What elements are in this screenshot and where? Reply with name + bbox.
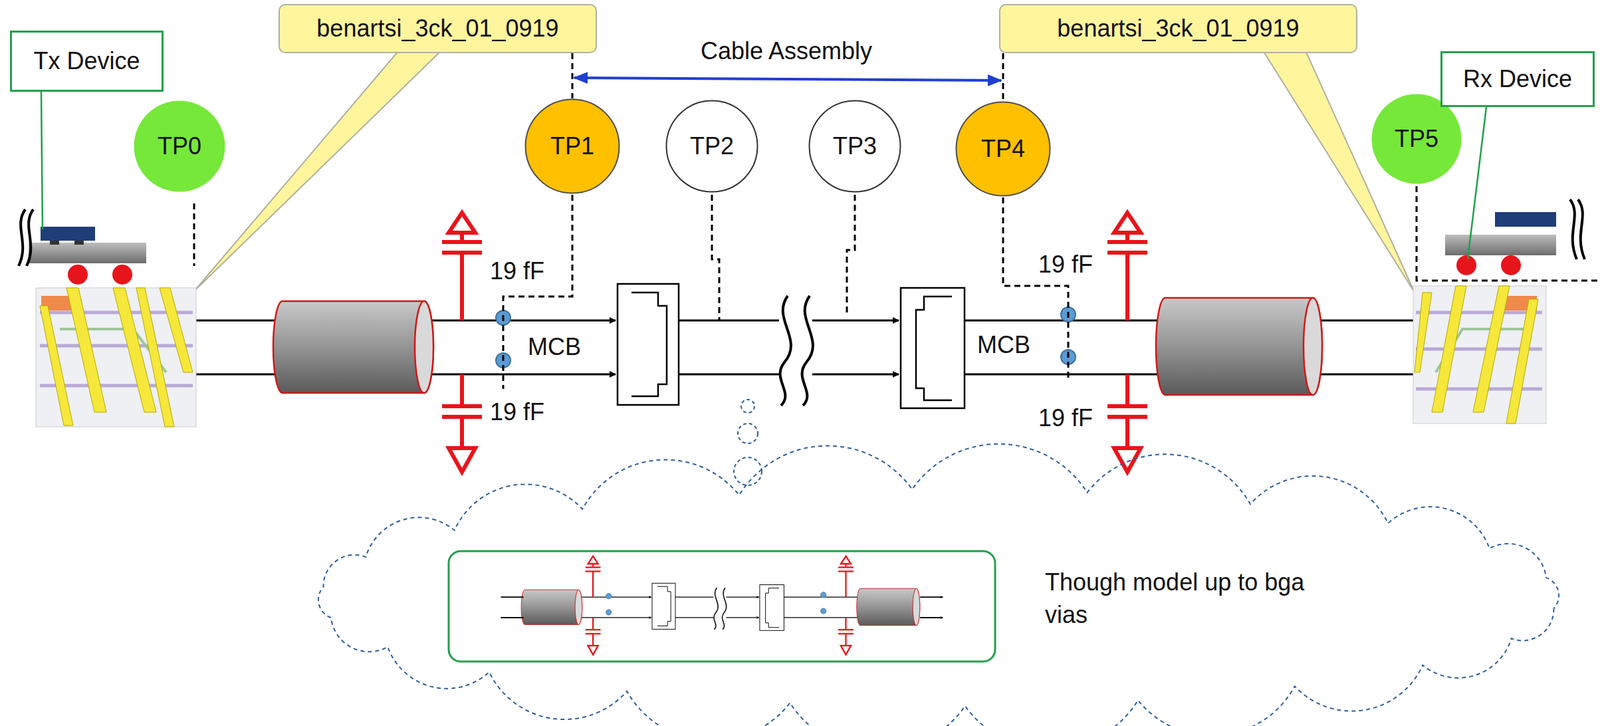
node-label: Tx Device [33,47,140,75]
leader-line [194,186,1598,389]
note-text: Though model up to bga vias [1044,566,1311,631]
node-label: benartsi_3ck_01_0919 [316,14,559,42]
callout-tail [194,50,442,292]
channel [273,212,1323,472]
node-label: benartsi_3ck_01_0919 [1056,14,1299,42]
device-box: Tx Device [9,30,164,92]
leader-connector [571,53,574,99]
node-label: Rx Device [1463,65,1573,93]
callout-box: benartsi_3ck_01_0919 [999,3,1358,54]
callout-box: benartsi_3ck_01_0919 [278,3,597,54]
node-label: TP4 [981,134,1026,163]
node-label: TP2 [689,132,734,160]
test-point: TP2 [665,99,759,193]
thought-bubble [733,399,762,486]
board-label: MCB [977,331,1031,359]
test-point: TP4 [955,101,1051,197]
node-label: TP1 [550,132,595,160]
thought-cloud: Though model up to bga vias [305,474,1572,721]
test-point: TP0 [132,99,227,193]
test-point: TP1 [524,98,621,195]
device-box: Rx Device [1440,51,1595,108]
capacitance-label: 19 fF [1038,404,1093,432]
capacitance-label: 19 fF [489,257,545,285]
cloud-outline [305,474,1572,721]
capacitance-label: 19 fF [489,398,545,426]
mini-channel [500,556,943,655]
capacitance-label: 19 fF [1038,250,1093,278]
node-label: TP0 [157,132,202,160]
leader-connector [1002,53,1005,102]
board-label: MCB [527,333,581,361]
test-point: TP3 [808,99,902,193]
dimension-label: Cable Assembly [700,37,873,65]
inset-box [448,551,996,662]
span-arrow [574,77,1002,81]
node-label: TP3 [832,132,877,160]
node-label: TP5 [1394,124,1439,153]
